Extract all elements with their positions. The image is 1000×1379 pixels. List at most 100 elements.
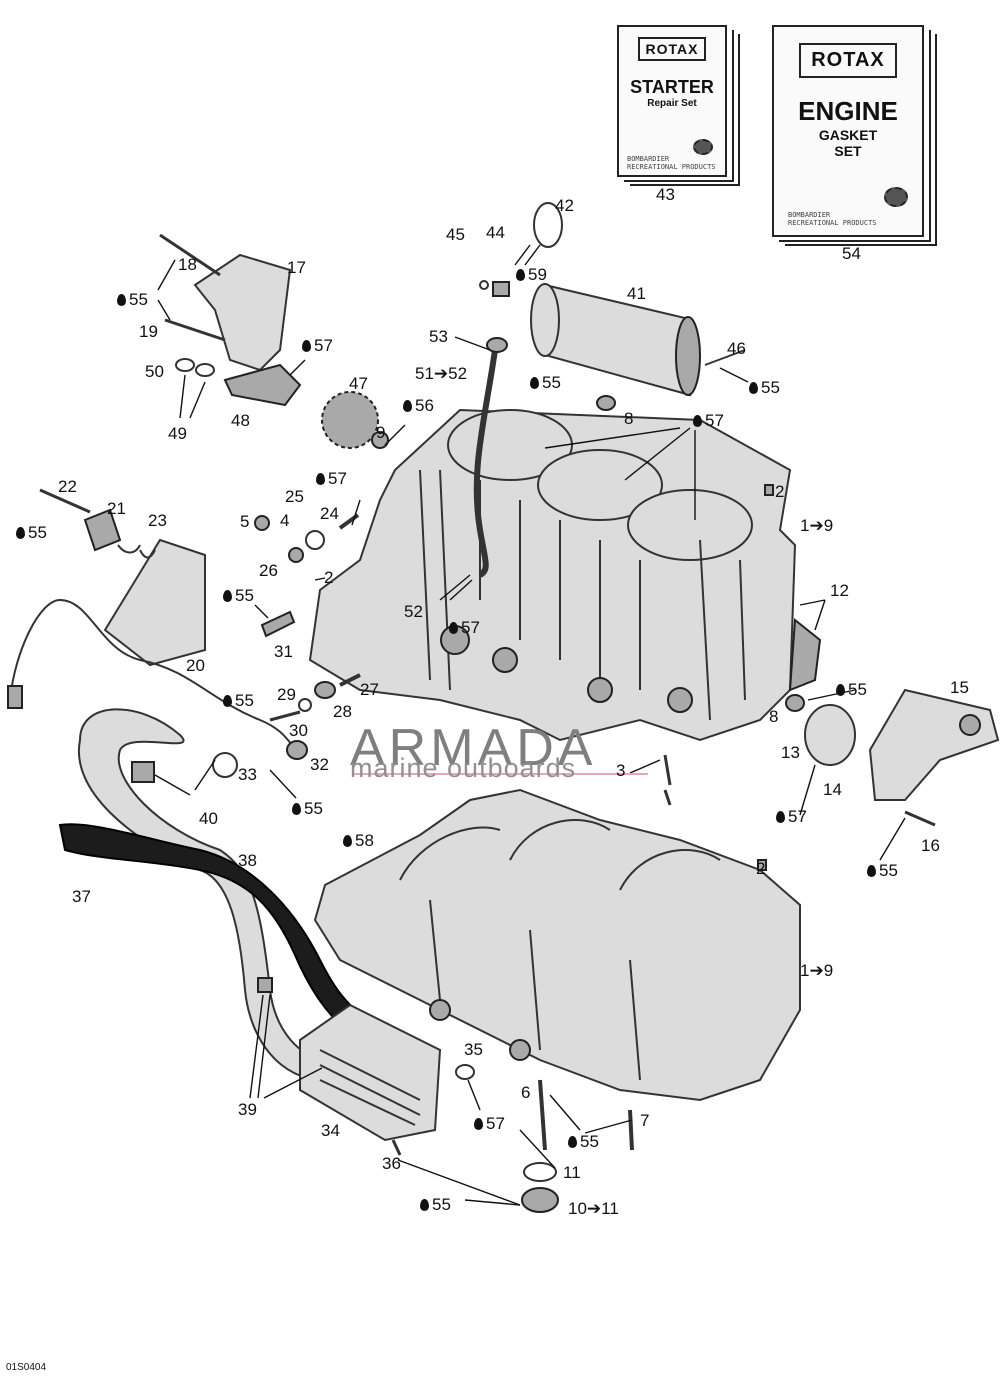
callout-56: 56 [403, 397, 434, 415]
callout-57d: 57 [449, 619, 480, 637]
oil-drop-icon [516, 269, 525, 281]
callout-20: 20 [186, 656, 205, 675]
bolt-30 [269, 710, 301, 722]
bolt-7 [628, 1109, 634, 1151]
callout-4: 4 [280, 511, 290, 530]
callout-29: 29 [277, 685, 296, 704]
oil-drop-icon [292, 803, 301, 815]
brand-seal-icon [693, 139, 713, 155]
lower-crankcase [313, 788, 801, 1102]
kit-subtitle: GASKET [818, 127, 878, 143]
callout-8b: 8 [769, 707, 779, 726]
plug-26 [288, 547, 304, 563]
callout-7: 7 [640, 1111, 650, 1130]
oil-drop-icon [867, 865, 876, 877]
callout-2a: 2 [775, 482, 785, 501]
bolt-18 [159, 233, 221, 277]
callout-2c: 2 [756, 859, 766, 878]
bolt-22 [39, 488, 91, 514]
callout-49: 49 [168, 424, 187, 443]
callout-57a: 57 [302, 337, 333, 355]
oil-drop-icon [749, 382, 758, 394]
callout-25: 25 [285, 487, 304, 506]
o-ring-42 [533, 202, 563, 248]
callout-33: 33 [238, 765, 257, 784]
oil-cooler-34 [299, 1003, 442, 1142]
callout-13: 13 [781, 743, 800, 762]
oil-drop-icon [403, 400, 412, 412]
callout-32: 32 [310, 755, 329, 774]
callout-40: 40 [199, 809, 218, 828]
sleeve-27 [339, 673, 361, 687]
o-ring-11 [523, 1162, 557, 1182]
callout-59: 59 [516, 266, 547, 284]
callout-27: 27 [360, 680, 379, 699]
bolt-16 [904, 810, 936, 827]
bracket-21 [83, 508, 122, 552]
callout-41: 41 [627, 284, 646, 303]
callout-55a: 55 [117, 291, 148, 309]
oil-drop-icon [16, 527, 25, 539]
callout-52: 52 [404, 602, 423, 621]
callout-15: 15 [950, 678, 969, 697]
callout-8a: 8 [624, 409, 634, 428]
kit-title: STARTER [630, 77, 714, 97]
oil-drop-icon [530, 377, 539, 389]
callout-55c: 55 [749, 379, 780, 397]
upper-crankcase [308, 408, 822, 742]
brand-seal-icon [884, 187, 908, 207]
callout-30: 30 [289, 721, 308, 740]
watermark-brand: ARMADA [350, 719, 597, 777]
kit-subtitle-2: SET [834, 143, 862, 159]
oil-drop-icon [568, 1136, 577, 1148]
oil-drop-icon [474, 1118, 483, 1130]
callout-57f: 57 [474, 1115, 505, 1133]
callout-55d: 55 [16, 524, 47, 542]
callout-45: 45 [446, 225, 465, 244]
bendix-gear-44 [492, 281, 510, 297]
plug-10 [521, 1187, 559, 1213]
dowel-2c [757, 859, 767, 871]
dipstick-tube [473, 349, 498, 578]
plug-5 [254, 515, 270, 531]
leader-lines [154, 244, 906, 1206]
callout-37: 37 [72, 887, 91, 906]
callout-57c: 57 [316, 470, 347, 488]
sensor-32 [286, 740, 308, 760]
sensor-harness-32 [9, 598, 296, 749]
bolt-19 [164, 318, 226, 342]
callout-50: 50 [145, 362, 164, 381]
callout-57b: 57 [693, 412, 724, 430]
callout-36: 36 [382, 1154, 401, 1173]
oil-drop-icon [343, 835, 352, 847]
bolt-31 [260, 610, 296, 638]
kit-fine-print: BOMBARDIER RECREATIONAL PRODUCTS [788, 211, 877, 227]
oil-drop-icon [776, 811, 785, 823]
oil-drop-icon [302, 340, 311, 352]
oil-drop-icon [223, 695, 232, 707]
kit-brand-label: ROTAX [799, 43, 897, 78]
fitting-28 [314, 681, 336, 699]
bolt-46 [704, 349, 746, 366]
sensor-3 [663, 754, 672, 806]
washer-49 [195, 363, 215, 377]
oil-drop-icon [223, 590, 232, 602]
bolt-36 [391, 1139, 402, 1156]
bolt-6 [538, 1079, 547, 1151]
kit-subtitle: Repair Set [647, 98, 697, 109]
callout-18: 18 [178, 255, 197, 274]
clamp-39 [257, 977, 273, 993]
callout-31: 31 [274, 642, 293, 661]
callout-53: 53 [429, 327, 448, 346]
watermark-tagline: marine outboards [350, 753, 577, 783]
callout-55e: 55 [223, 587, 254, 605]
callout-55j: 55 [568, 1133, 599, 1151]
callout-44: 44 [486, 223, 505, 242]
callout-10-11: 10➔11 [568, 1199, 619, 1218]
dowel-2a [764, 484, 774, 496]
callout-23: 23 [148, 511, 167, 530]
callout-38: 38 [238, 851, 257, 870]
callout-28: 28 [333, 702, 352, 721]
engine-support-20 [103, 538, 206, 667]
washer-50 [175, 358, 195, 372]
